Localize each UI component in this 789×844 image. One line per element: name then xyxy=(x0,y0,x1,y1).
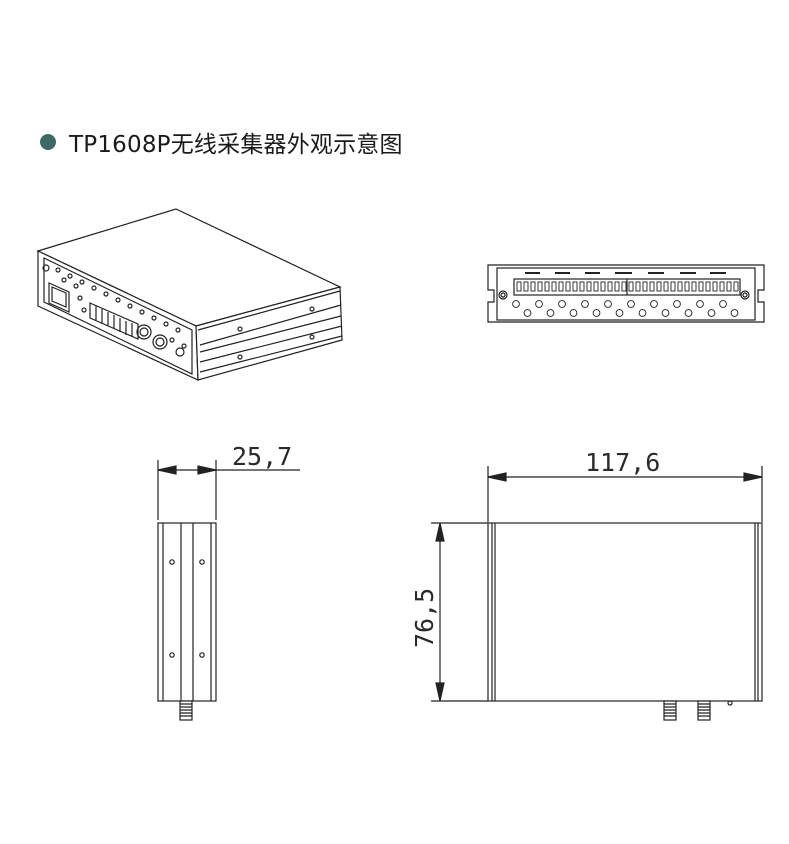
screw-hole xyxy=(684,309,693,317)
side-view xyxy=(157,460,300,721)
terminal-pin xyxy=(565,281,571,292)
terminal-pin xyxy=(635,281,641,292)
terminal-pin xyxy=(726,281,732,292)
screw-hole xyxy=(730,309,739,317)
screw-hole xyxy=(523,309,532,317)
top-view xyxy=(431,466,763,721)
terminal-pin xyxy=(537,281,543,292)
height-dimension-label: 76,5 xyxy=(410,588,439,648)
terminal-pin xyxy=(656,281,662,292)
terminal-pin xyxy=(628,281,634,292)
terminal-pin xyxy=(579,281,585,292)
terminal-pin xyxy=(712,281,718,292)
terminal-pin xyxy=(530,281,536,292)
front-panel-view xyxy=(487,264,765,323)
terminal-pin xyxy=(698,281,704,292)
isometric-view xyxy=(36,208,343,381)
depth-dimension-label: 25,7 xyxy=(232,442,292,471)
terminal-pin xyxy=(663,281,669,292)
screw-hole xyxy=(581,300,589,308)
screw-hole xyxy=(638,309,647,317)
terminal-pin xyxy=(670,281,676,292)
terminal-pin xyxy=(551,281,557,292)
terminal-pin xyxy=(733,281,739,292)
terminal-pin xyxy=(691,281,697,292)
terminal-pin xyxy=(642,281,648,292)
terminal-pin xyxy=(558,281,564,292)
terminal-pin xyxy=(719,281,725,292)
terminal-pin xyxy=(600,281,606,292)
terminal-pin xyxy=(523,281,529,292)
terminal-pin xyxy=(614,281,620,292)
screw-hole xyxy=(661,309,670,317)
screw-hole xyxy=(569,309,578,317)
title-row: TP1608P无线采集器外观示意图 xyxy=(40,126,403,158)
terminal-pin xyxy=(621,281,627,292)
terminal-pin xyxy=(593,281,599,292)
screw-hole xyxy=(615,309,624,317)
screw-hole xyxy=(604,300,612,308)
terminal-pin xyxy=(705,281,711,292)
page-title: TP1608P无线采集器外观示意图 xyxy=(69,132,403,158)
bullet-icon xyxy=(40,134,56,150)
terminal-pin xyxy=(677,281,683,292)
terminal-pin xyxy=(649,281,655,292)
terminal-pin xyxy=(572,281,578,292)
terminal-pin xyxy=(607,281,613,292)
terminal-pin xyxy=(586,281,592,292)
screw-hole xyxy=(696,300,704,308)
screw-hole xyxy=(627,300,635,308)
terminal-pin xyxy=(516,281,522,292)
screw-hole xyxy=(512,300,520,308)
terminal-pin xyxy=(684,281,690,292)
width-dimension-label: 117,6 xyxy=(585,448,660,477)
screw-hole xyxy=(650,300,658,308)
screw-hole xyxy=(673,300,681,308)
screw-hole xyxy=(592,309,601,317)
terminal-pin xyxy=(544,281,550,292)
screw-hole xyxy=(707,309,716,317)
screw-hole xyxy=(546,309,555,317)
screw-hole xyxy=(535,300,543,308)
screw-hole xyxy=(719,300,727,308)
screw-hole xyxy=(558,300,566,308)
